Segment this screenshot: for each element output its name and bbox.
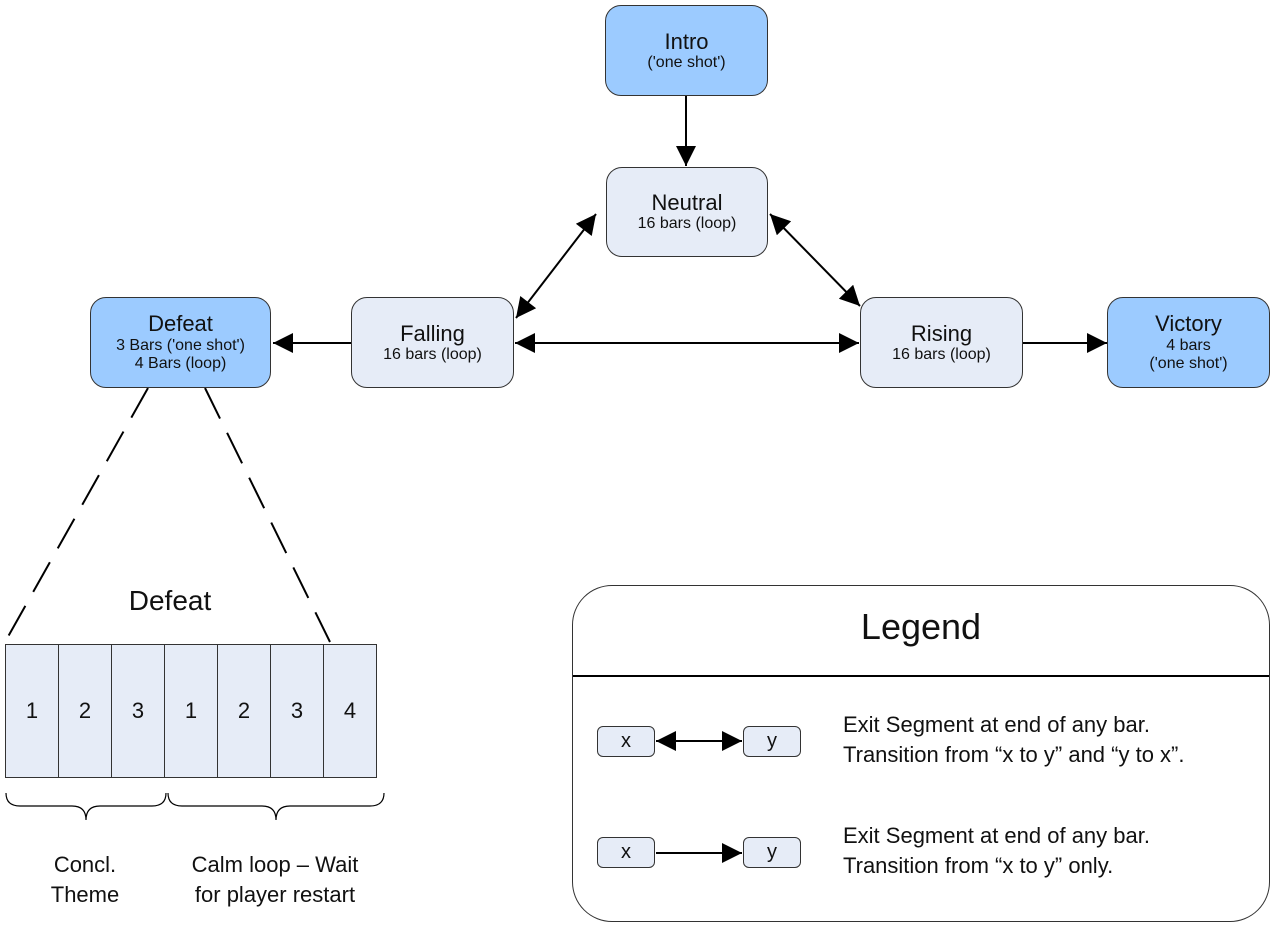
node-intro: Intro ('one shot') xyxy=(605,5,768,96)
group-label-calm-loop: Calm loop – Wait for player restart xyxy=(162,850,388,910)
node-defeat: Defeat 3 Bars ('one shot') 4 Bars (loop) xyxy=(90,297,271,388)
node-falling: Falling 16 bars (loop) xyxy=(351,297,514,388)
legend-node-x: x xyxy=(597,837,655,868)
bar-segment: 1 xyxy=(5,644,59,778)
node-defeat-sub-1: 3 Bars ('one shot') xyxy=(116,336,245,354)
node-victory-title: Victory xyxy=(1155,311,1222,337)
bar-segment: 2 xyxy=(217,644,271,778)
node-rising-sub: 16 bars (loop) xyxy=(892,345,991,363)
node-victory: Victory 4 bars ('one shot') xyxy=(1107,297,1270,388)
legend-line: Transition from “x to y” and “y to x”. xyxy=(843,742,1185,767)
node-neutral-title: Neutral xyxy=(651,190,723,216)
node-falling-title: Falling xyxy=(400,320,465,346)
legend-node-x: x xyxy=(597,726,655,757)
legend-box xyxy=(572,585,1270,922)
bar-segment: 3 xyxy=(270,644,324,778)
legend-description-unidirectional: Exit Segment at end of any bar. Transiti… xyxy=(843,821,1150,881)
node-intro-title: Intro xyxy=(664,28,709,54)
node-intro-sub: ('one shot') xyxy=(647,53,726,71)
node-neutral: Neutral 16 bars (loop) xyxy=(606,167,768,257)
arrow-neutral-falling xyxy=(515,213,597,319)
node-victory-sub-1: 4 bars xyxy=(1166,336,1211,354)
node-neutral-sub: 16 bars (loop) xyxy=(637,215,737,233)
group-label-line: Theme xyxy=(50,882,120,907)
group-label-line: for player restart xyxy=(194,882,356,907)
node-rising-title: Rising xyxy=(910,320,973,346)
group-label-concl-theme: Concl. Theme xyxy=(10,850,160,910)
arrow-neutral-rising xyxy=(769,213,861,307)
legend-line: Exit Segment at end of any bar. xyxy=(843,823,1150,848)
bar-segment: 1 xyxy=(164,644,218,778)
group-label-line: Calm loop – Wait xyxy=(191,852,359,877)
node-falling-sub: 16 bars (loop) xyxy=(383,345,482,363)
legend-node-y: y xyxy=(743,726,801,757)
brace-calm-loop xyxy=(167,792,385,821)
node-rising: Rising 16 bars (loop) xyxy=(860,297,1023,388)
legend-line: Exit Segment at end of any bar. xyxy=(843,712,1150,737)
legend-node-y: y xyxy=(743,837,801,868)
legend-line: Transition from “x to y” only. xyxy=(843,853,1114,878)
bar-segment: 4 xyxy=(323,644,377,778)
bar-segment: 2 xyxy=(58,644,112,778)
legend-title: Legend xyxy=(860,606,982,647)
group-label-line: Concl. xyxy=(53,852,117,877)
node-defeat-title: Defeat xyxy=(148,311,213,337)
node-defeat-sub-2: 4 Bars (loop) xyxy=(134,355,227,373)
node-victory-sub-2: ('one shot') xyxy=(1149,355,1228,373)
defeat-bar-strip: 1 2 3 1 2 3 4 xyxy=(5,644,377,780)
brace-concl-theme xyxy=(5,792,167,821)
defeat-detail-title: Defeat xyxy=(128,585,212,616)
legend-description-bidirectional: Exit Segment at end of any bar. Transiti… xyxy=(843,710,1185,770)
bar-segment: 3 xyxy=(111,644,165,778)
